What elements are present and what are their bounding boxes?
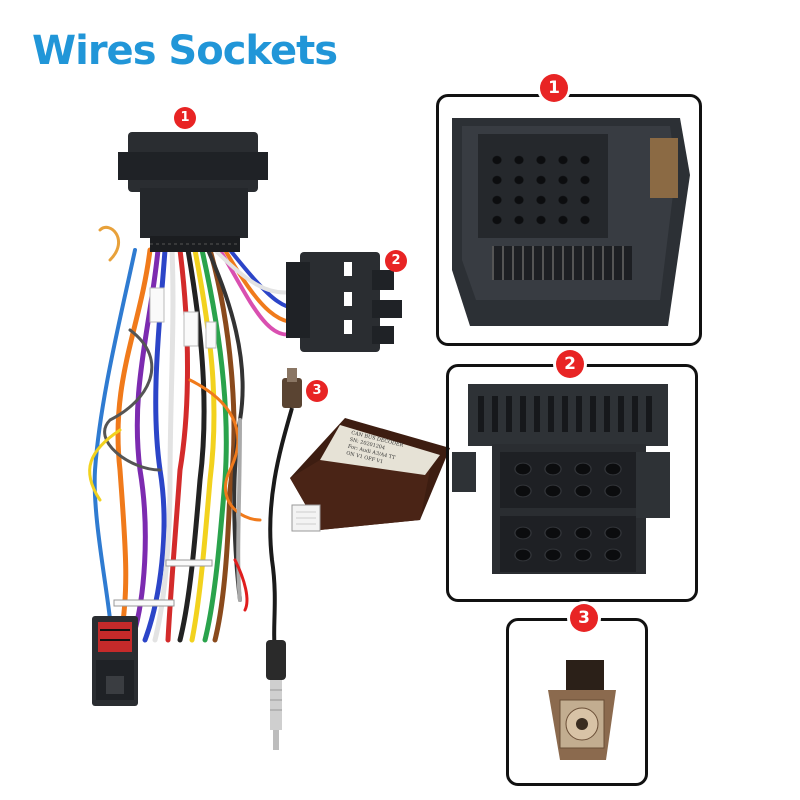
wire-label-tag (183, 311, 199, 347)
panel-2-upper-pins (478, 396, 658, 432)
panel-3-antenna-connector (512, 620, 642, 780)
panel-2-pin-row-bottom (508, 522, 628, 566)
cable-tie (113, 599, 175, 607)
panel-2-pin-row-top (508, 458, 628, 502)
badge-panel-1: 1 (540, 74, 568, 102)
panel-3-frame (506, 618, 648, 786)
antenna-cable (266, 368, 302, 750)
badge-harness-1: 1 (174, 107, 196, 129)
panel-1-frame (436, 94, 702, 346)
connector-1 (118, 132, 268, 252)
canbus-decoder-box (290, 418, 450, 532)
panel-1-pin-grid (486, 150, 596, 230)
wire-bundle (88, 225, 312, 643)
badge-harness-2: 2 (385, 250, 407, 272)
wire-label-tag (205, 321, 217, 349)
page-title: Wires Sockets (32, 28, 338, 74)
badge-panel-3: 3 (570, 604, 598, 632)
panel-1-pin-strip (492, 246, 632, 280)
connector-2 (286, 252, 402, 352)
badge-panel-2: 2 (556, 350, 584, 378)
wire-label-tag (149, 287, 165, 323)
connector-bottom (92, 616, 138, 706)
badge-harness-3: 3 (306, 380, 328, 402)
cable-tie (165, 559, 213, 567)
